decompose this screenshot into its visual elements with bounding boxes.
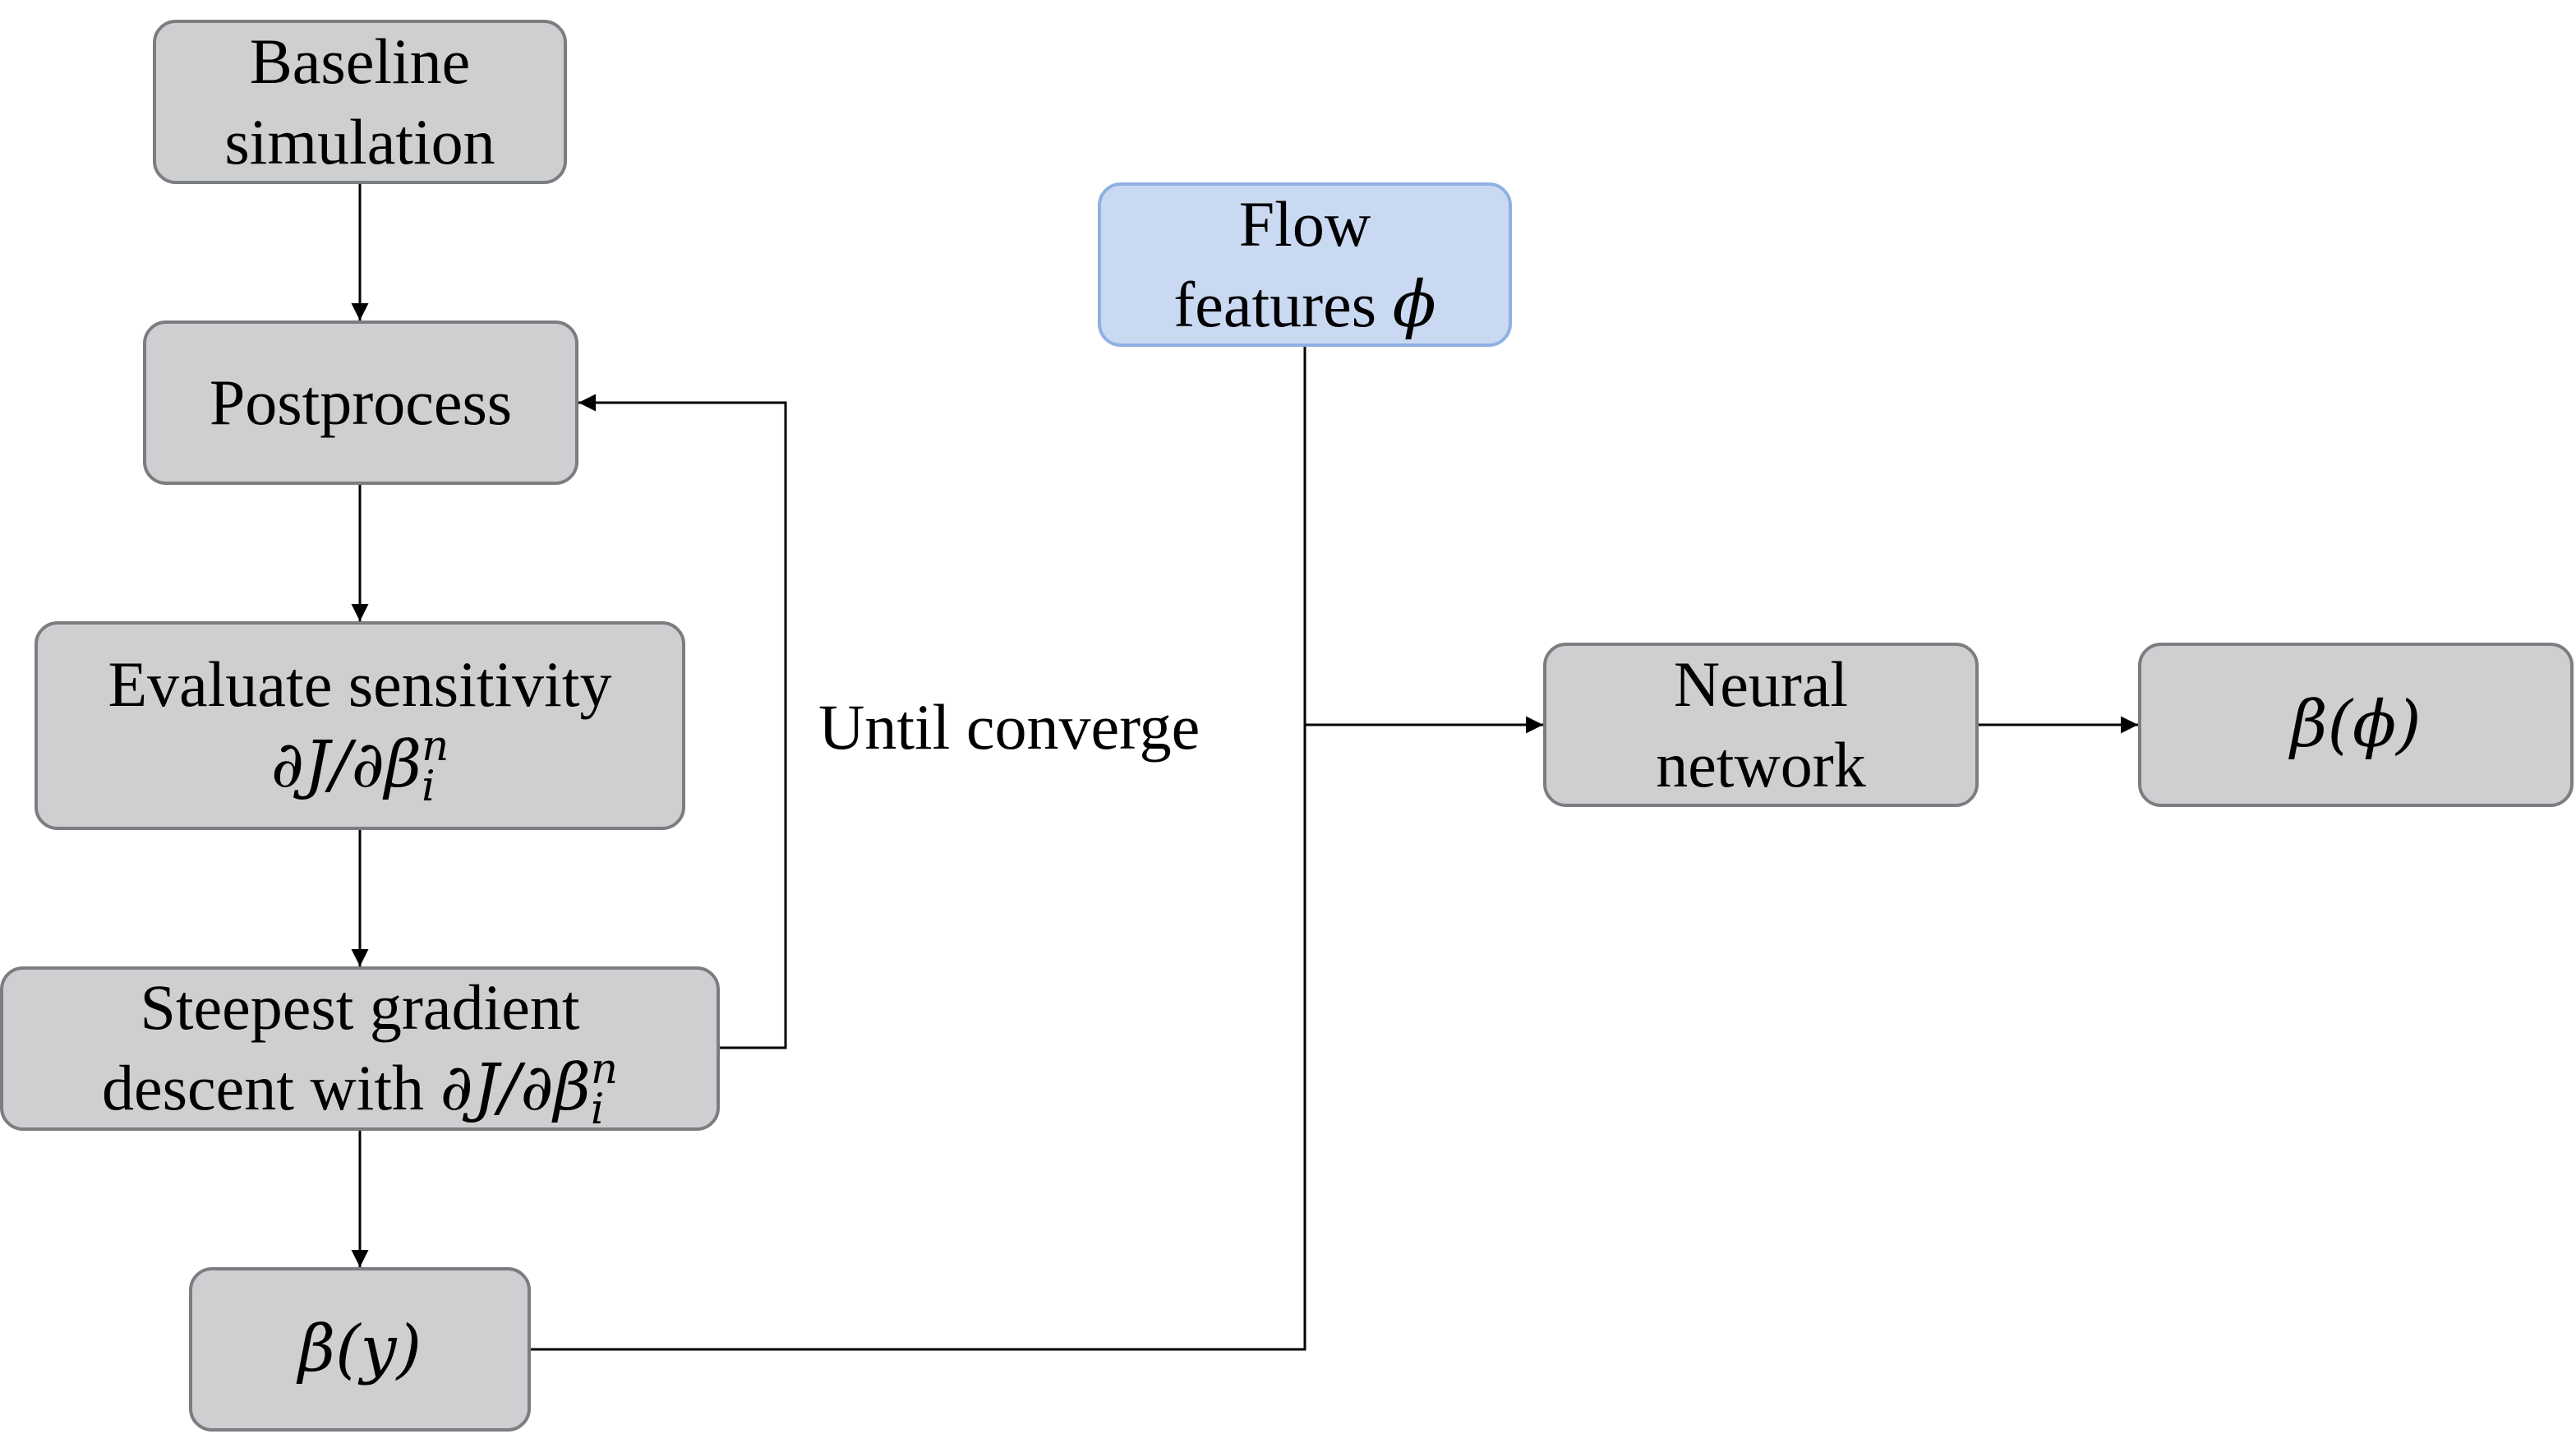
- neural-line2: network: [1656, 729, 1866, 800]
- loop-back-arrow: [578, 394, 787, 1049]
- baseline-simulation-box: Baseline simulation: [153, 20, 567, 184]
- steepest-subscript: i: [590, 1085, 605, 1135]
- neural-line1: Neural: [1673, 648, 1849, 720]
- steepest-line1: Steepest gradient: [140, 971, 580, 1043]
- flow-features-box: Flow features ϕ: [1098, 182, 1512, 347]
- baseline-line2: simulation: [224, 106, 495, 178]
- beta-y-box: β(y): [189, 1267, 531, 1432]
- beta-y-label: β(y): [297, 1312, 422, 1386]
- steepest-derivative: ∂J/∂β: [440, 1050, 591, 1125]
- neural-network-box: Neural network: [1543, 643, 1979, 807]
- postprocess-box: Postprocess: [143, 320, 578, 485]
- phi-symbol: ϕ: [1392, 268, 1436, 342]
- flow-line1: Flow: [1238, 188, 1371, 260]
- evaluate-line1: Evaluate sensitivity: [108, 648, 612, 720]
- steepest-prefix: descent with: [101, 1051, 440, 1123]
- beta-phi-label: β(ϕ): [2290, 688, 2422, 762]
- flow-line2: features ϕ: [1173, 265, 1436, 345]
- steepest-superscript: n: [590, 1044, 619, 1095]
- evaluate-subscript: i: [422, 762, 435, 812]
- flow-prefix: features: [1173, 269, 1393, 340]
- evaluate-superscript: n: [422, 722, 449, 772]
- baseline-line1: Baseline: [249, 25, 471, 97]
- loop-condition-label: Until converge: [818, 691, 1200, 763]
- postprocess-label: Postprocess: [209, 367, 513, 438]
- evaluate-derivative: ∂J/∂β: [270, 727, 422, 802]
- connector-beta-y-to-junction: [508, 725, 1306, 1351]
- beta-phi-box: β(ϕ): [2138, 643, 2574, 807]
